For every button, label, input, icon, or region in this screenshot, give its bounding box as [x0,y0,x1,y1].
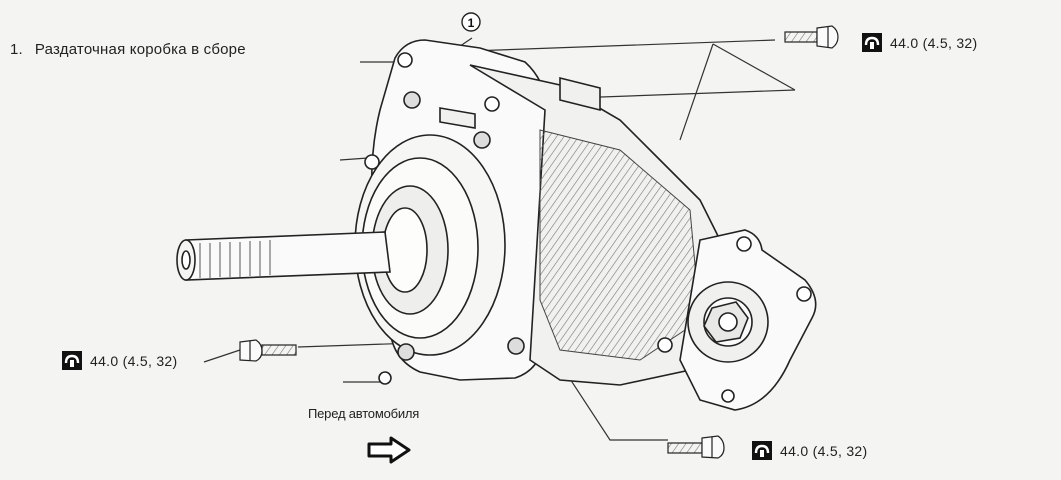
torque-spec-left: 44.0 (4.5, 32) [62,351,177,370]
front-of-vehicle-label: Перед автомобиля [308,406,420,421]
torque-value: 44.0 (4.5, 32) [780,442,868,459]
torque-wrench-icon [862,33,882,52]
legend-label: Раздаточная коробка в сборе [34,41,246,58]
torque-wrench-icon [62,351,82,370]
transfer-case-housing [354,39,817,411]
callout-number: 1 [468,16,475,30]
front-direction-arrow-icon [367,436,411,464]
bolt-left [239,339,297,362]
legend-item-1: 1. Раздаточная коробка в сборе [10,41,246,58]
callout-1: 1 [461,12,481,32]
torque-value: 44.0 (4.5, 32) [890,34,978,51]
bolt-top [784,25,839,49]
torque-value: 44.0 (4.5, 32) [90,352,178,369]
legend-number: 1. [10,41,23,58]
input-shaft [176,231,391,281]
torque-wrench-icon [752,441,772,460]
torque-spec-top: 44.0 (4.5, 32) [862,33,977,52]
torque-spec-bottom: 44.0 (4.5, 32) [752,441,867,460]
bolt-bottom [667,435,725,459]
